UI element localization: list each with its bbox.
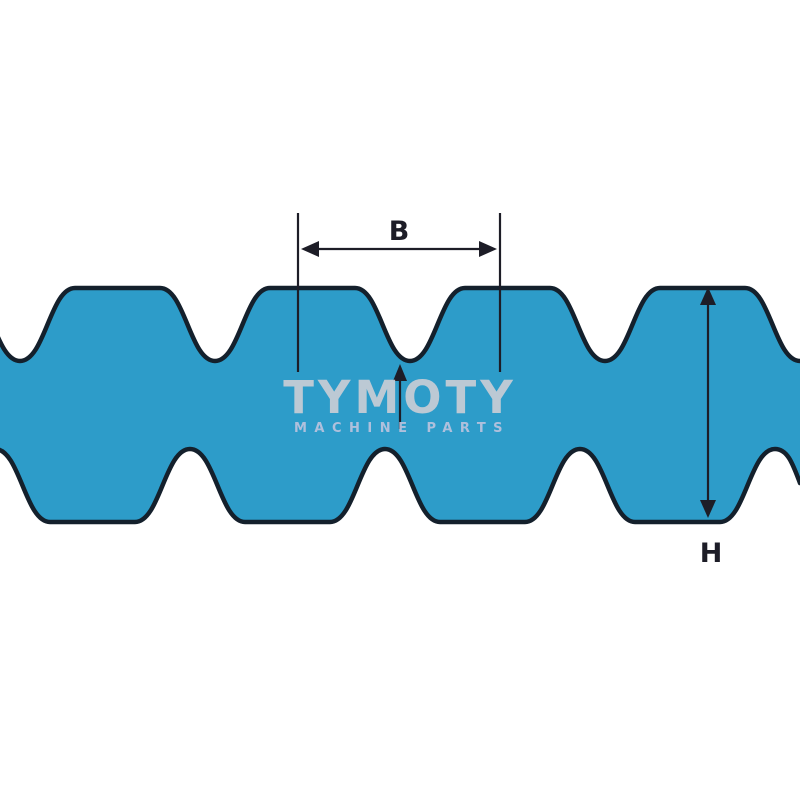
b-arrowhead-right-icon — [479, 241, 497, 257]
h-dimension-label: H — [700, 538, 723, 569]
watermark-subtitle: MACHINE PARTS — [294, 421, 510, 436]
h-arrowhead-top-icon — [700, 287, 716, 305]
b-dimension-label: B — [389, 216, 410, 247]
watermark-brand: TYMOTY — [283, 371, 517, 424]
h-arrowhead-bottom-icon — [700, 500, 716, 518]
b-arrowhead-left-icon — [301, 241, 319, 257]
pitch-arrowhead-up-icon — [393, 364, 407, 381]
